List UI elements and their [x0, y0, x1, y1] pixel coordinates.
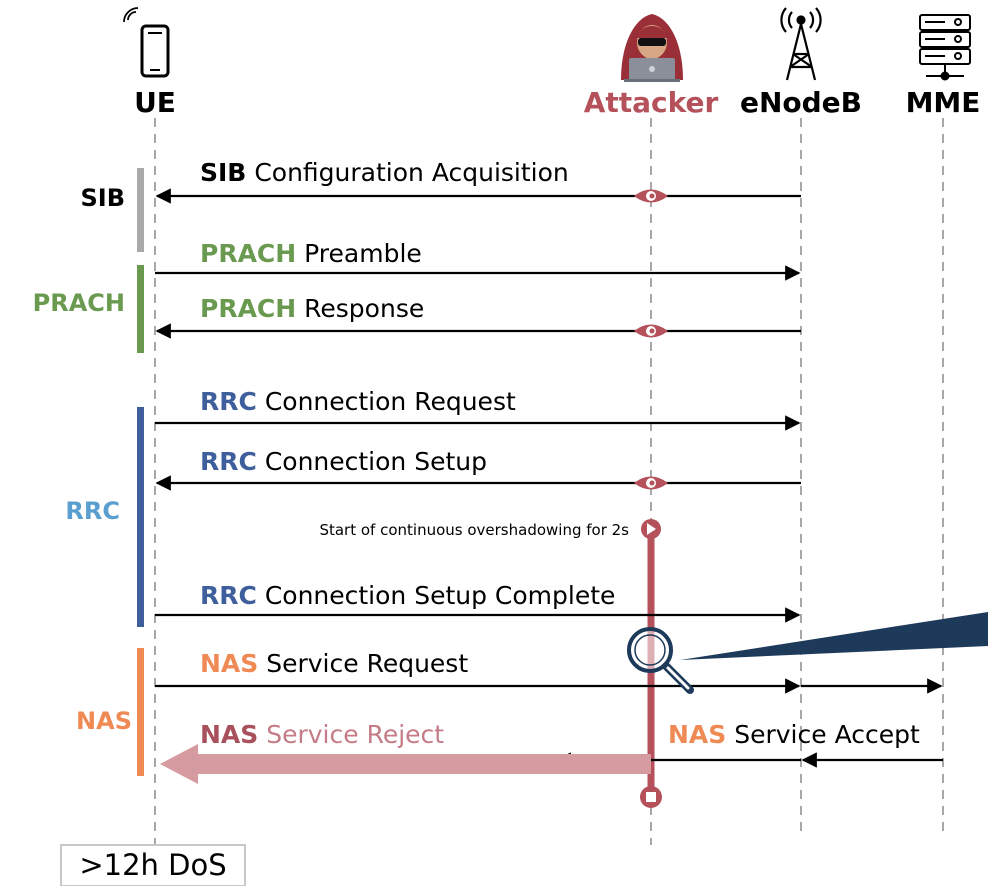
- attacker-label: Attacker: [584, 86, 719, 119]
- callout-pointer: [680, 612, 988, 660]
- prach-band-bar: [137, 265, 144, 353]
- prach-response-message: PRACH Response: [200, 294, 424, 323]
- eye-icon: [634, 476, 668, 490]
- dos-label: >12h DoS: [79, 848, 226, 882]
- antenna-tower-icon: [780, 7, 822, 81]
- server-icon: [919, 14, 971, 81]
- sib-config-message: SIB Configuration Acquisition: [200, 158, 569, 187]
- rrc-request-message: RRC Connection Request: [200, 387, 516, 416]
- dos-box: [60, 844, 246, 886]
- prach-band-label: PRACH: [33, 289, 125, 317]
- eye-icon: [634, 324, 668, 338]
- nas-reject-arrow-shaft: [195, 754, 651, 774]
- nas-request-message: NAS Service Request: [200, 649, 468, 678]
- phone-icon: [123, 7, 170, 78]
- ue-label: UE: [134, 86, 176, 119]
- stop-icon: [640, 786, 662, 808]
- nas-reject-arrow-head: [160, 744, 198, 784]
- nas-band-bar: [137, 648, 144, 776]
- nas-reject-message: NAS Service Reject: [200, 720, 444, 749]
- rrc-band-bar: [137, 407, 144, 627]
- nas-accept-message: NAS Service Accept: [668, 720, 920, 749]
- sib-band-label: SIB: [80, 184, 125, 212]
- sib-band-bar: [137, 168, 144, 252]
- prach-preamble-message: PRACH Preamble: [200, 239, 422, 268]
- rrc-complete-message: RRC Connection Setup Complete: [200, 581, 615, 610]
- hacker-icon: [621, 14, 683, 82]
- rrc-setup-message: RRC Connection Setup: [200, 447, 487, 476]
- enodeb-label: eNodeB: [740, 86, 862, 119]
- rrc-band-label: RRC: [65, 497, 120, 525]
- eye-icon: [634, 189, 668, 203]
- magnifier-icon: [627, 627, 694, 694]
- overshadow-note: Start of continuous overshadowing for 2s: [319, 521, 629, 539]
- mme-label: MME: [906, 86, 981, 119]
- nas-band-label: NAS: [76, 707, 132, 735]
- play-icon: [641, 519, 661, 539]
